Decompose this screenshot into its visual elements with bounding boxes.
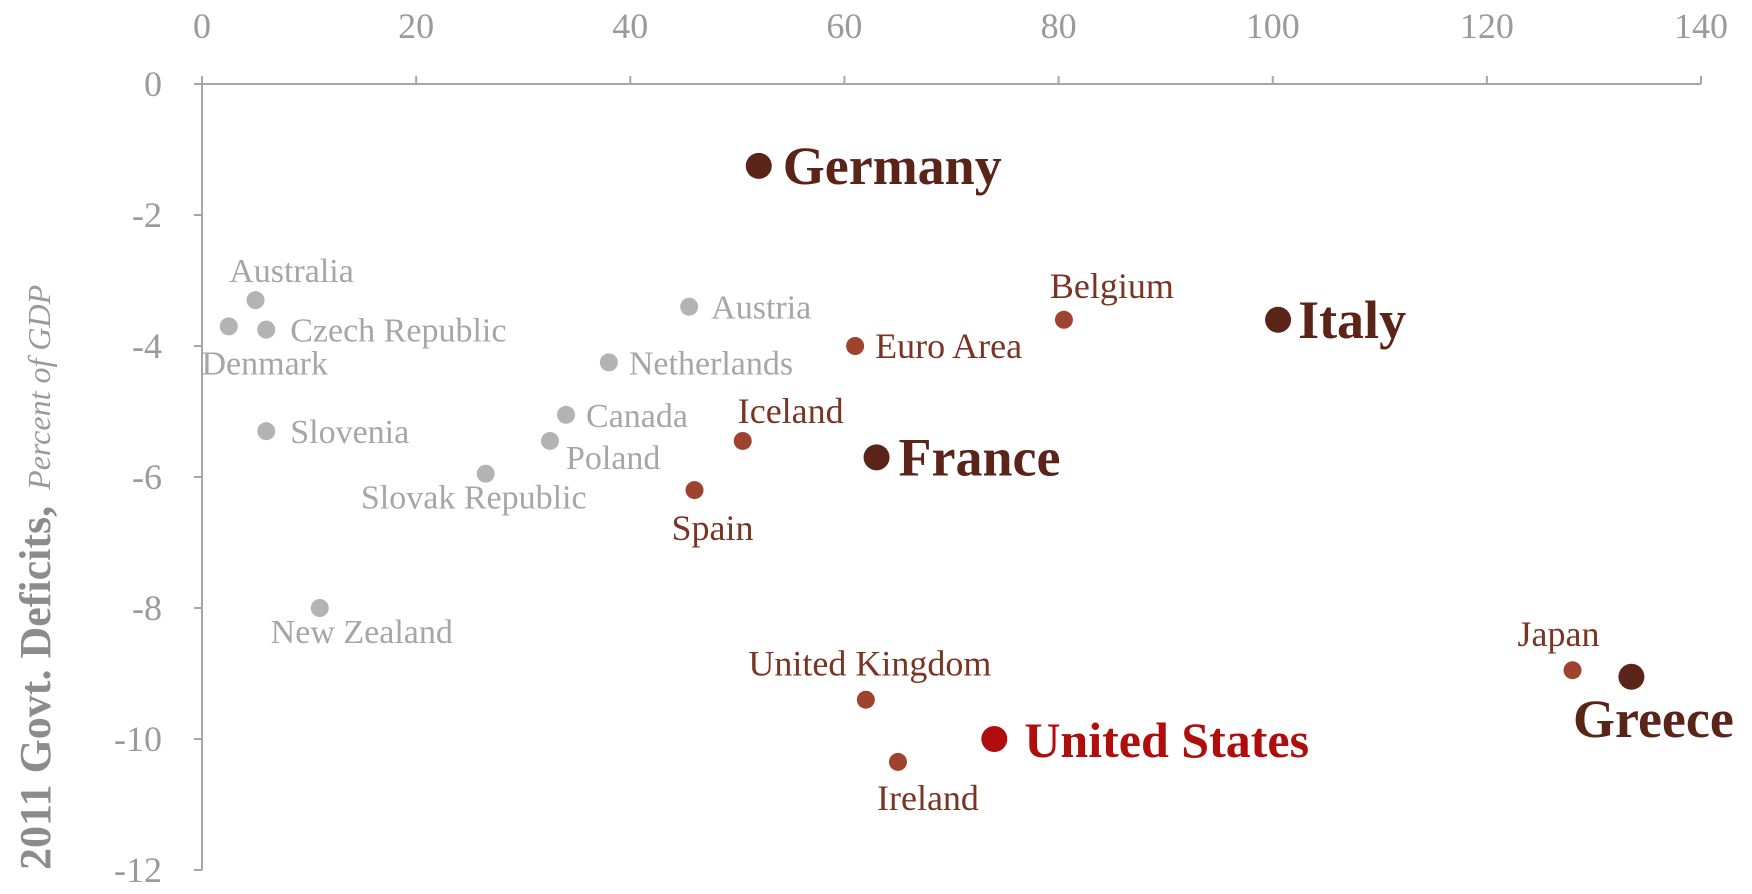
y-tick-label: -10 bbox=[114, 719, 162, 759]
data-point bbox=[246, 291, 265, 310]
data-point bbox=[257, 320, 276, 339]
point-label: Spain bbox=[672, 508, 754, 548]
y-tick-label: -8 bbox=[132, 588, 162, 628]
point-label: United States bbox=[1024, 712, 1309, 768]
data-point bbox=[1618, 663, 1645, 690]
point-label: France bbox=[899, 427, 1061, 487]
point-label: United Kingdom bbox=[748, 644, 991, 684]
data-point bbox=[888, 752, 907, 771]
data-point bbox=[1563, 661, 1582, 680]
x-tick-label: 20 bbox=[398, 6, 434, 46]
point-label: Italy bbox=[1298, 290, 1406, 350]
point-label: Poland bbox=[566, 440, 660, 477]
data-point bbox=[540, 431, 559, 450]
data-point bbox=[1265, 306, 1292, 333]
axes: 0 20 40 60 80 100 120 140 0 -2 -4 -6 -8 -10 -12 bbox=[114, 6, 1728, 890]
x-tick-label: 40 bbox=[612, 6, 648, 46]
data-point bbox=[863, 444, 890, 471]
data-point bbox=[680, 297, 699, 316]
x-tick-label: 0 bbox=[193, 6, 211, 46]
point-label: New Zealand bbox=[271, 614, 453, 651]
point-label: Belgium bbox=[1050, 266, 1174, 306]
data-point bbox=[599, 353, 618, 372]
data-point bbox=[476, 464, 495, 483]
y-tick-label: -12 bbox=[114, 850, 162, 890]
point-label: Slovenia bbox=[290, 414, 409, 451]
x-tick-label: 120 bbox=[1460, 6, 1514, 46]
data-point bbox=[310, 599, 329, 617]
y-axis-subtitle: Percent of GDP bbox=[21, 285, 57, 491]
y-axis-label: 2011 Govt. Deficits, Percent of GDP bbox=[11, 285, 60, 870]
data-point bbox=[557, 405, 576, 424]
point-label: Iceland bbox=[738, 391, 844, 431]
y-tick-label: -6 bbox=[132, 457, 162, 497]
point-label: Slovak Republic bbox=[361, 480, 587, 517]
point-label: Japan bbox=[1518, 614, 1600, 654]
point-label: Denmark bbox=[202, 345, 329, 382]
y-tick-label: -4 bbox=[132, 326, 162, 366]
data-points bbox=[219, 152, 1645, 771]
data-point bbox=[846, 337, 865, 355]
y-axis-title: 2011 Govt. Deficits, bbox=[11, 506, 60, 870]
data-point bbox=[1054, 310, 1073, 329]
data-point bbox=[981, 726, 1008, 752]
x-tick-label: 80 bbox=[1041, 6, 1077, 46]
point-label: Greece bbox=[1573, 689, 1734, 749]
data-point bbox=[219, 317, 238, 336]
point-label: Euro Area bbox=[875, 326, 1022, 366]
point-label: Australia bbox=[229, 253, 354, 290]
data-point bbox=[257, 422, 276, 441]
y-tick-label: 0 bbox=[144, 64, 162, 104]
data-point bbox=[733, 431, 752, 450]
point-label: Czech Republic bbox=[290, 313, 506, 350]
point-label: Canada bbox=[586, 398, 688, 435]
data-point bbox=[745, 152, 772, 179]
point-label: Netherlands bbox=[629, 345, 793, 382]
data-point bbox=[856, 690, 875, 709]
point-label: Germany bbox=[783, 136, 1002, 196]
point-label: Austria bbox=[711, 290, 811, 327]
x-tick-label: 140 bbox=[1674, 6, 1728, 46]
point-label: Ireland bbox=[877, 778, 979, 818]
x-tick-label: 60 bbox=[826, 6, 862, 46]
x-tick-label: 100 bbox=[1246, 6, 1300, 46]
y-tick-label: -2 bbox=[132, 195, 162, 235]
data-point bbox=[685, 481, 704, 500]
